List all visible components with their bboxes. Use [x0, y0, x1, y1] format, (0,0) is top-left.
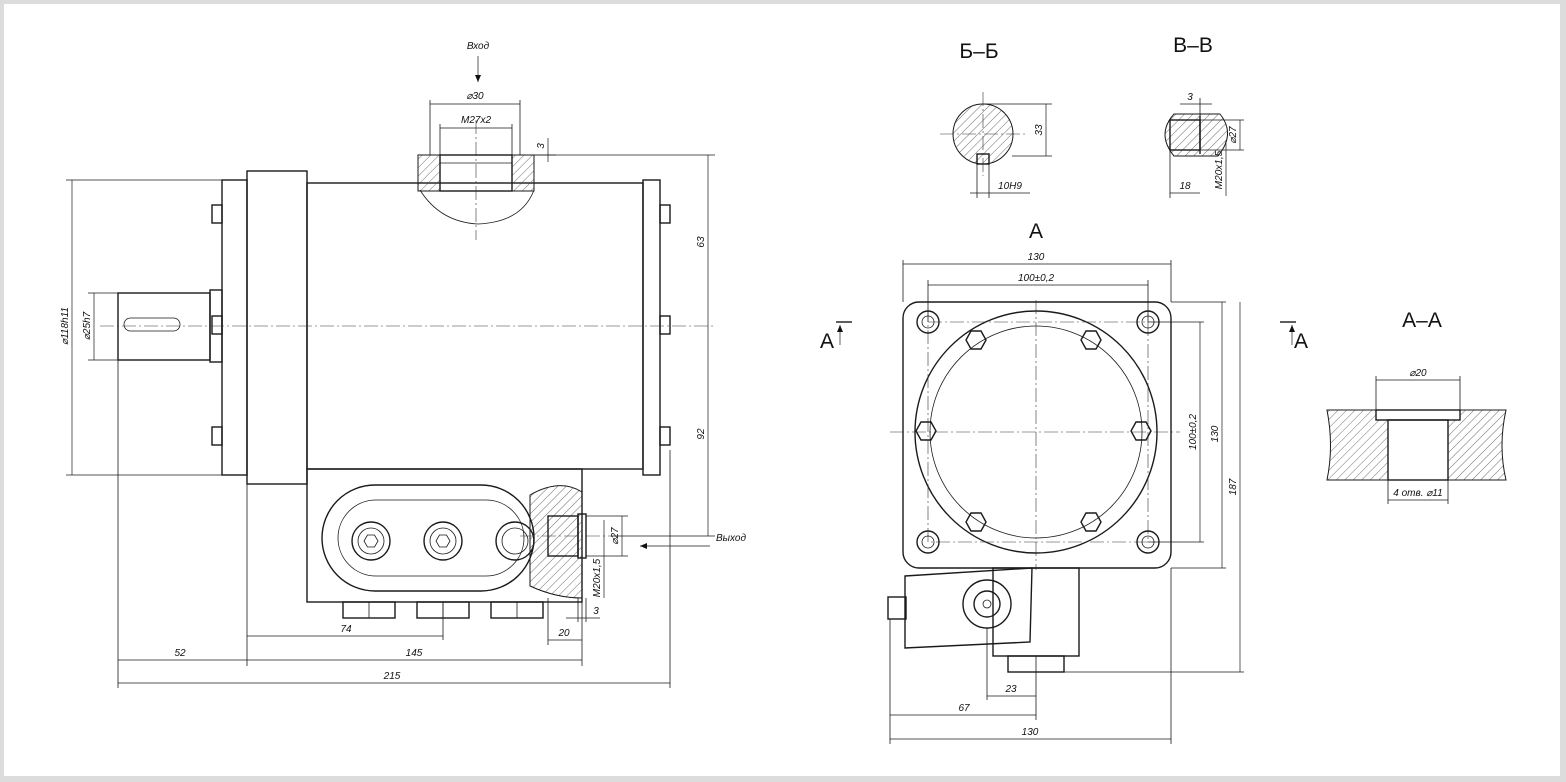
inlet-port [417, 154, 535, 225]
dim-74: 74 [340, 624, 352, 635]
dim-aa-holes: 4 отв. ⌀11 [1393, 488, 1442, 499]
rear-bolts [659, 204, 671, 446]
dim-a-130-top: 130 [1028, 252, 1045, 263]
dim-bb-10h9: 10H9 [998, 181, 1022, 192]
section-vv [1164, 98, 1244, 198]
technical-drawing: Вход Выход ⌀30 M27x2 3 63 92 ⌀118h11 ⌀25… [60, 34, 1507, 744]
dim-52: 52 [174, 648, 186, 659]
view-a-flange [902, 301, 1172, 569]
dim-a-187: 187 [1228, 478, 1239, 495]
dim-215: 215 [383, 671, 401, 682]
view-a-dimensions [889, 260, 1244, 744]
dim-aa-phi20: ⌀20 [1409, 368, 1427, 379]
valve-plug [423, 521, 463, 561]
dim-20: 20 [557, 628, 570, 639]
cover-bolts [915, 330, 1152, 532]
dim-a-100-right: 100±0,2 [1188, 414, 1199, 451]
section-bb [940, 92, 1052, 198]
dim-145: 145 [406, 648, 423, 659]
dim-92: 92 [696, 428, 707, 440]
dim-3-top: 3 [536, 143, 547, 149]
inlet-label: Вход [467, 41, 490, 52]
flange-plate [221, 179, 248, 476]
front-cover [246, 170, 308, 485]
dim-a-67: 67 [958, 703, 970, 714]
dim-phi25: ⌀25h7 [82, 311, 93, 340]
cut-a-right-label: А [1294, 330, 1308, 353]
section-aa [1326, 376, 1507, 504]
dim-a-23: 23 [1004, 684, 1017, 695]
section-vv-title: В–В [1173, 34, 1213, 57]
dim-vv-18: 18 [1179, 181, 1191, 192]
front-view [100, 120, 715, 619]
dim-phi30: ⌀30 [466, 91, 484, 102]
dim-m20: M20x1,5 [592, 558, 603, 597]
valve-plug [351, 521, 391, 561]
dim-a-130-bottom: 130 [1022, 727, 1039, 738]
outlet-label: Выход [716, 533, 746, 544]
flange-bolts [211, 204, 223, 446]
view-a-title: А [1029, 220, 1043, 243]
dim-phi118: ⌀118h11 [60, 307, 71, 345]
rear-flange [642, 179, 661, 476]
drawing-sheet: Вход Выход ⌀30 M27x2 3 63 92 ⌀118h11 ⌀25… [4, 4, 1560, 776]
shaft-keyway [123, 317, 181, 332]
dim-vv-phi27: ⌀27 [1228, 126, 1239, 144]
dim-3-bottom: 3 [593, 606, 599, 617]
section-aa-title: А–А [1402, 309, 1442, 332]
valve-block [306, 468, 587, 619]
view-a [887, 300, 1180, 673]
dim-a-100-top: 100±0,2 [1018, 273, 1055, 284]
cut-a-left-label: А [820, 330, 834, 353]
shaft [117, 292, 211, 361]
dim-vv-m20: M20x1,5 [1214, 150, 1225, 189]
valve-plug [495, 521, 535, 561]
valve-block-view-a [887, 567, 1080, 673]
cutting-plane-markers [836, 321, 1296, 345]
dim-bb-33: 33 [1034, 124, 1045, 136]
dim-vv-3: 3 [1187, 92, 1193, 103]
dim-phi27: ⌀27 [610, 527, 621, 545]
dim-m27: M27x2 [461, 115, 491, 126]
section-bb-title: Б–Б [959, 40, 998, 63]
dim-63: 63 [696, 236, 707, 248]
front-dimensions [66, 56, 715, 688]
dim-a-130-right: 130 [1210, 425, 1221, 442]
